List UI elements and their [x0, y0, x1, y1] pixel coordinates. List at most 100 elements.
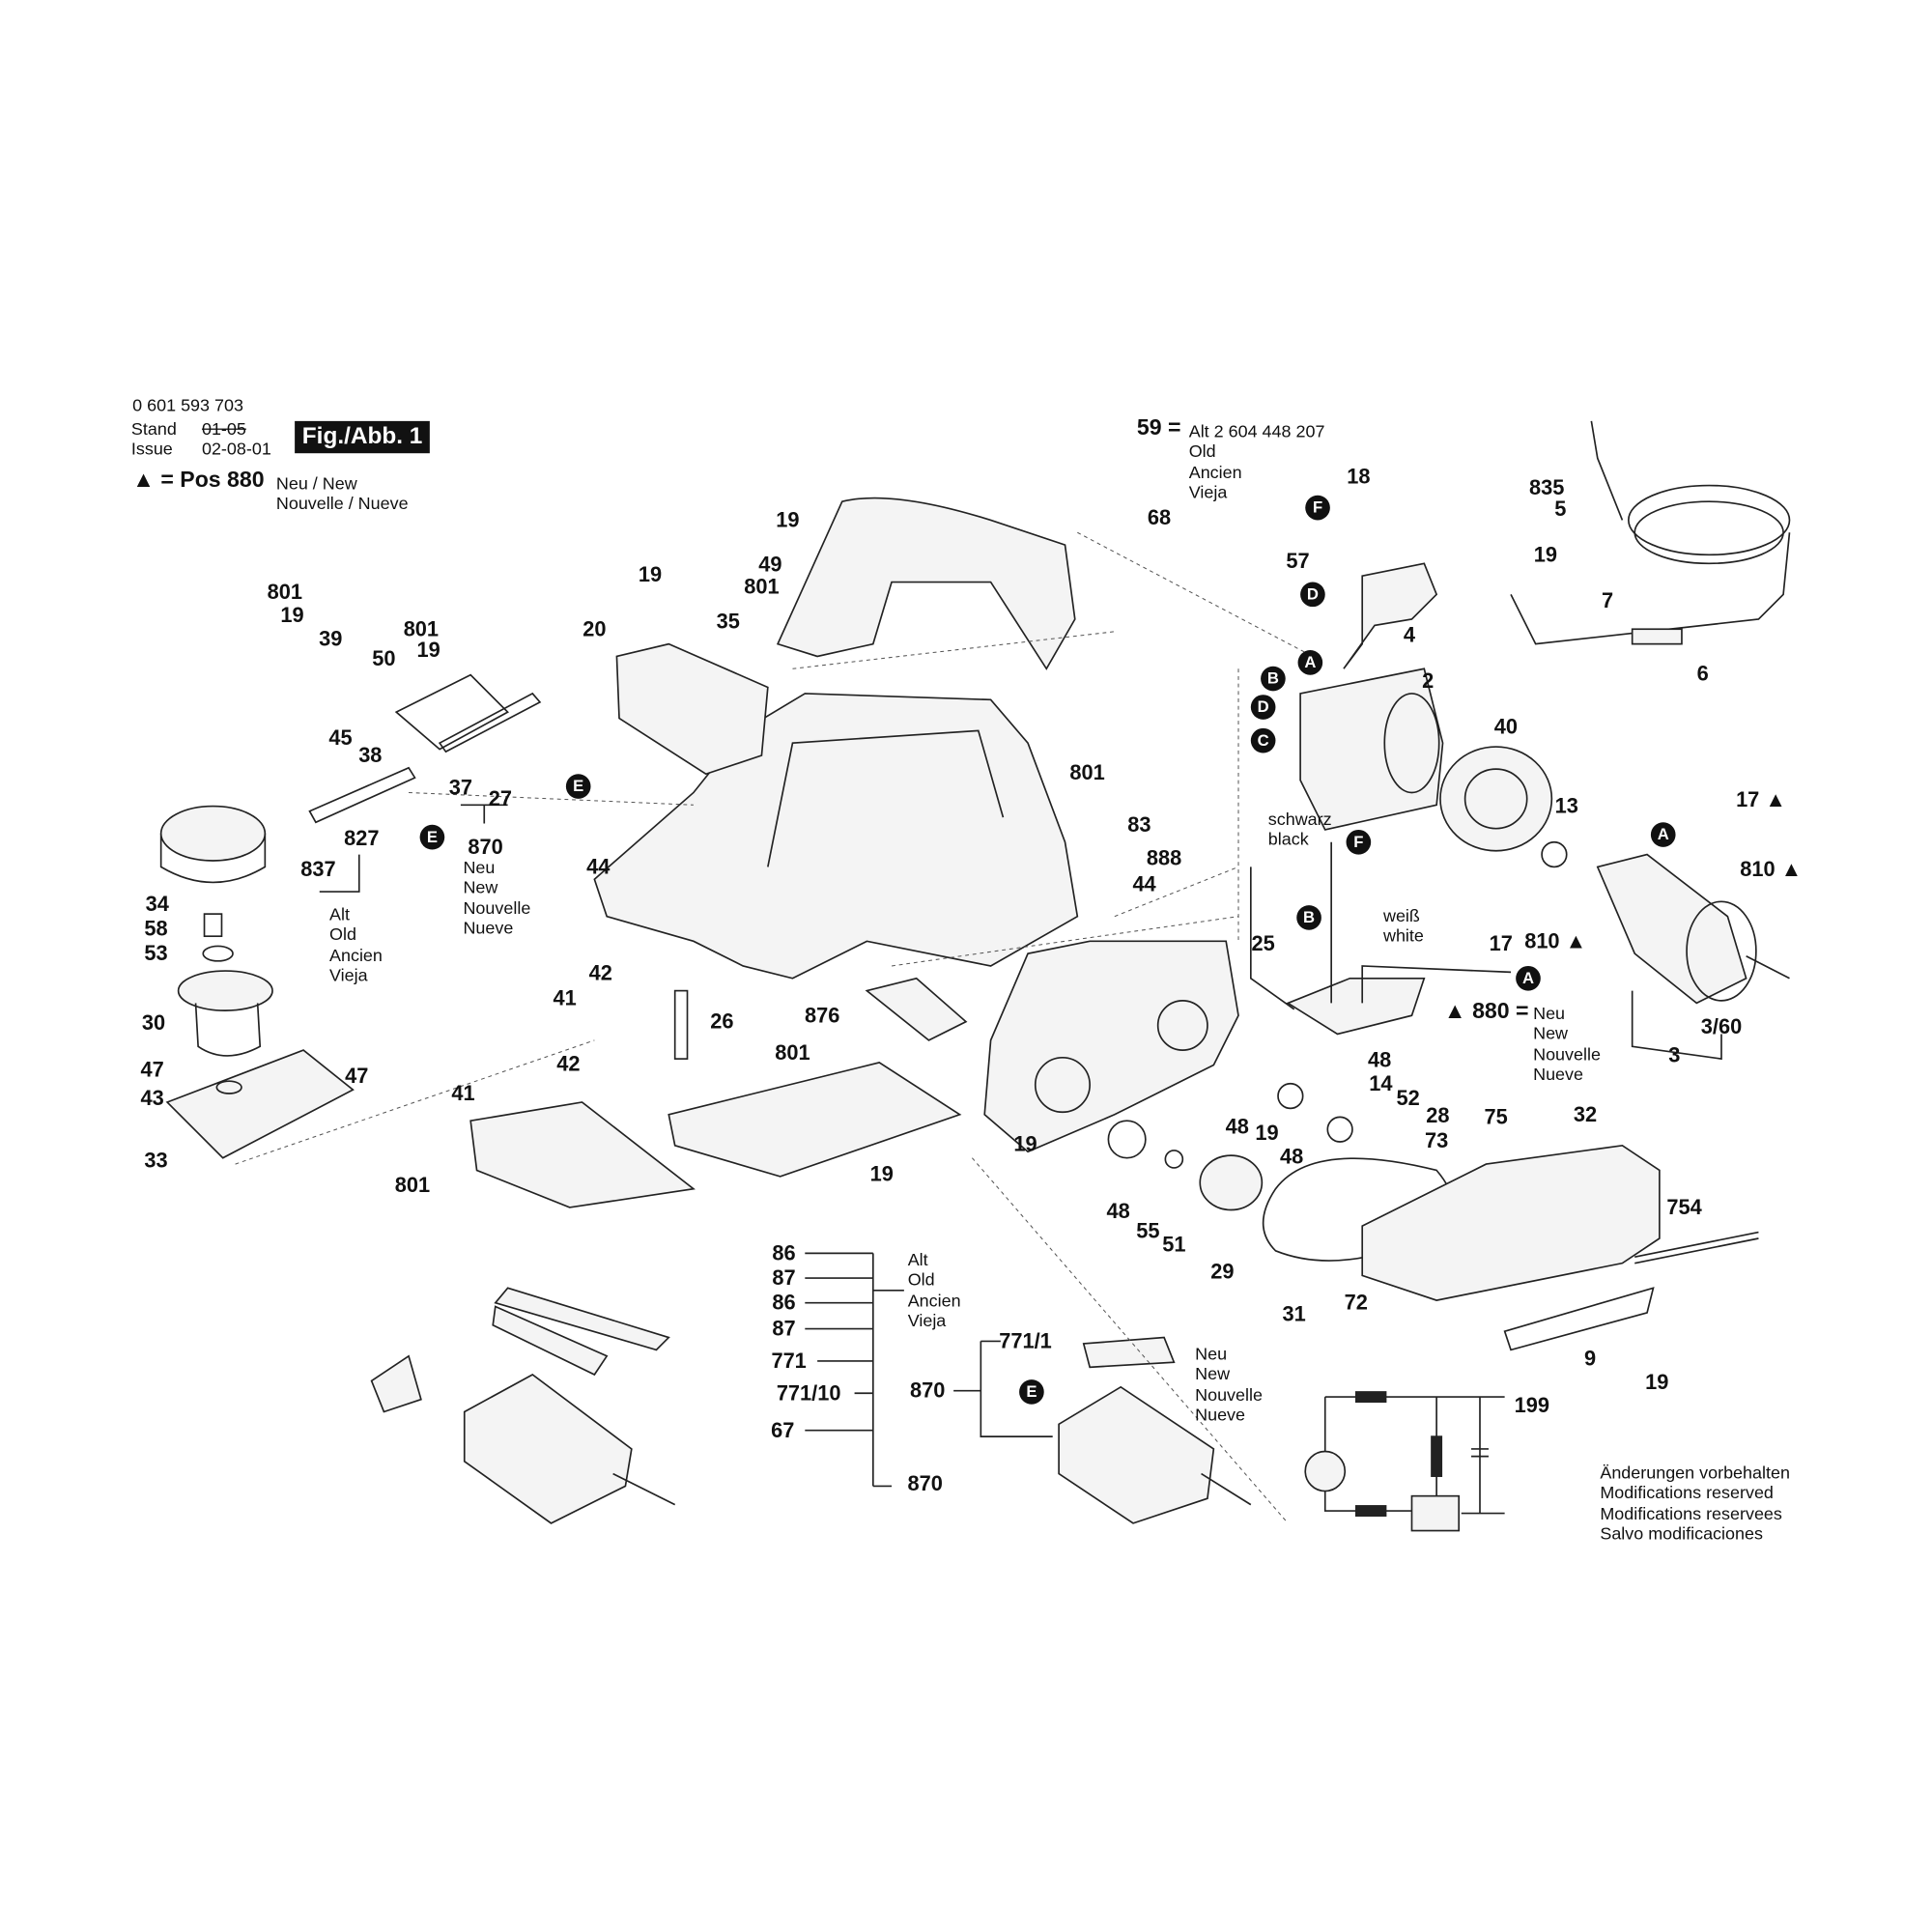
callout: 68: [1147, 505, 1172, 530]
callout: 72: [1344, 1291, 1368, 1315]
callout: 53: [144, 941, 168, 966]
callout: 3/60: [1700, 1014, 1743, 1038]
callout: 48: [1368, 1048, 1392, 1072]
callout: 86: [772, 1291, 796, 1315]
note-59-label: 59 =: [1136, 414, 1181, 440]
connector-d: D: [1250, 695, 1276, 720]
connector-a: A: [1297, 650, 1323, 675]
gear-housing-part: [983, 940, 1239, 1153]
connector-a: A: [1650, 822, 1676, 847]
callout: 801: [775, 1040, 810, 1065]
callout: 17 ▲: [1736, 787, 1786, 812]
connector-f: F: [1346, 829, 1372, 855]
base-plate-801: [469, 1101, 696, 1208]
callout: 771/10: [776, 1381, 841, 1406]
callout: 870: [910, 1378, 946, 1403]
callout: 44: [1132, 872, 1156, 896]
connector-e: E: [1019, 1379, 1044, 1405]
callout: 837: [300, 857, 336, 882]
cover-35-part: [615, 642, 769, 776]
callout: 41: [451, 1081, 475, 1106]
callout: 19: [776, 508, 800, 532]
connector-e: E: [565, 774, 591, 799]
callout: 888: [1146, 846, 1182, 870]
callout: 19: [1013, 1132, 1037, 1156]
switch-part: [1343, 562, 1438, 669]
callout: 801: [394, 1173, 431, 1198]
callout: 13: [1554, 794, 1578, 818]
callout: 870: [907, 1471, 943, 1496]
callout: 19: [280, 603, 304, 628]
callout: 83: [1127, 812, 1151, 837]
brush-plate-part: [1286, 977, 1426, 1036]
callout: 835: [1529, 475, 1565, 500]
callout: 42: [588, 961, 612, 985]
callout: 4: [1403, 623, 1415, 647]
connector-b: B: [1261, 666, 1286, 692]
legend-symbol: ▲ = Pos 880: [132, 467, 265, 492]
callout: 47: [140, 1058, 164, 1082]
callout: 87: [772, 1265, 796, 1291]
callout: 42: [556, 1052, 581, 1076]
handle-part: [776, 497, 1076, 670]
callout: 67: [771, 1418, 795, 1442]
callout: 27: [488, 786, 513, 811]
callout: 801: [1069, 760, 1105, 785]
callout: 7: [1601, 588, 1614, 612]
blade-holder-part: [494, 1287, 670, 1351]
cutter-drum-new-part: [1058, 1385, 1215, 1524]
callout: 32: [1573, 1102, 1598, 1126]
callout: 29: [1210, 1260, 1235, 1284]
base-plate-801b: [668, 1062, 962, 1178]
callout: 754: [1666, 1195, 1702, 1220]
cutter-drum-part: [463, 1374, 633, 1524]
callout: 35: [716, 610, 740, 634]
armature-part: [1596, 853, 1747, 1005]
callout: 801: [744, 575, 780, 599]
callout: 810 ▲: [1524, 929, 1587, 953]
ring-40-part: [1439, 746, 1553, 852]
callout: 38: [358, 743, 383, 768]
circuit-schematic: [1304, 1391, 1505, 1532]
callout: 44: [586, 855, 611, 879]
callout: 6: [1696, 662, 1709, 686]
pos-880-label: ▲ 880 =: [1443, 998, 1529, 1023]
callout: 43: [140, 1086, 164, 1111]
callout: 19: [869, 1162, 894, 1186]
callout: 19: [1645, 1370, 1669, 1394]
figure-label: Fig./Abb. 1: [295, 420, 430, 454]
callout: 25: [1251, 931, 1275, 956]
old-date: 01-05: [201, 418, 246, 439]
callout: 801: [267, 580, 303, 604]
callout: 50: [372, 646, 396, 671]
callout: 18: [1347, 465, 1371, 489]
callout: 3: [1668, 1043, 1681, 1067]
callout: 48: [1279, 1145, 1304, 1169]
callout: 40: [1493, 715, 1519, 739]
callout: 47: [345, 1064, 369, 1089]
callout: 37: [448, 776, 473, 800]
connector-a: A: [1516, 965, 1541, 991]
callout: 20: [582, 617, 607, 641]
connector-e: E: [419, 824, 445, 850]
callout: 39: [319, 627, 343, 651]
callout: 48: [1225, 1115, 1249, 1139]
callout: 75: [1484, 1105, 1508, 1129]
callout: 2: [1422, 668, 1435, 694]
callout: 45: [328, 725, 353, 751]
callout: 55: [1136, 1219, 1160, 1243]
callout: 86: [772, 1241, 796, 1265]
callout: 801: [403, 617, 440, 641]
issue-label: Issue: [130, 438, 173, 459]
callout: 19: [638, 562, 663, 587]
callout: 58: [144, 917, 168, 941]
connector-d: D: [1300, 582, 1325, 608]
